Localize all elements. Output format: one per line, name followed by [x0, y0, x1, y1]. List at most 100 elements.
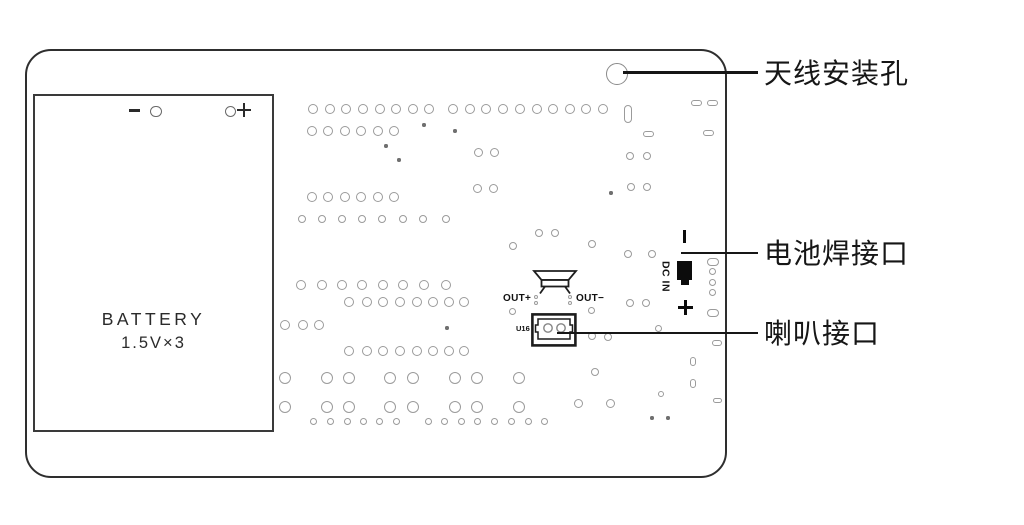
pcb-hole [392, 417, 400, 425]
pcb-hole [338, 215, 346, 223]
antenna-mounting-hole [606, 63, 628, 85]
pcb-hole [598, 104, 608, 114]
pcb-hole [343, 417, 351, 425]
pcb-hole [323, 126, 333, 136]
battery-compartment: BATTERY 1.5V×3 [33, 94, 274, 432]
pcb-hole [642, 299, 650, 307]
pcb-hole [384, 401, 396, 413]
pcb-hole [428, 297, 438, 307]
pcb-hole [441, 280, 451, 290]
pcb-hole [551, 229, 559, 237]
pcb-hole [473, 147, 483, 157]
pcb-hole [498, 104, 508, 114]
pcb-hole [472, 183, 482, 193]
pcb-hole [626, 299, 634, 307]
pcb-hole [307, 192, 317, 202]
pcb-hole [362, 297, 372, 307]
pcb-hole [444, 346, 454, 356]
pcb-hole [321, 401, 333, 413]
pcb-hole [309, 417, 317, 425]
dc-plus-mark-vertical [683, 300, 687, 315]
pcb-hole [337, 280, 347, 290]
battery-solder-annotation-label: 电池焊接口 [764, 238, 910, 269]
speaker-icon [532, 270, 578, 295]
pcb-hole [412, 346, 422, 356]
pcb-hole [356, 126, 366, 136]
pcb-hole [321, 372, 333, 384]
pcb-hole [384, 372, 396, 384]
speaker-leader-line [557, 331, 758, 335]
pcb-oblong-pad [707, 309, 719, 317]
pcb-hole [358, 104, 368, 114]
pcb-hole [440, 417, 448, 425]
antenna-annotation-label: 天线安装孔 [764, 58, 910, 89]
pcb-hole [428, 346, 438, 356]
pcb-hole [298, 320, 308, 330]
pcb-hole [398, 280, 408, 290]
pcb-hole [643, 183, 651, 191]
connector-ref-label: U16 [516, 324, 530, 333]
pcb-hole [412, 297, 422, 307]
pcb-hole [442, 215, 450, 223]
pcb-hole [378, 346, 388, 356]
pcb-hole [407, 372, 419, 384]
pcb-oblong-pad [690, 379, 696, 388]
pcb-hole [279, 401, 291, 413]
pcb-hole [318, 215, 326, 223]
pcb-hole [565, 104, 575, 114]
pcb-hole [395, 346, 405, 356]
pcb-hole [508, 307, 516, 315]
pcb-hole [395, 297, 405, 307]
antenna-leader-line [623, 71, 758, 74]
battery-minus-pad [150, 105, 162, 117]
speaker-annotation-label: 喇叭接口 [764, 318, 881, 349]
pcb-hole [326, 417, 334, 425]
pcb-hole [708, 267, 716, 275]
pcb-oblong-pad [713, 398, 722, 403]
pcb-oblong-pad [712, 340, 722, 346]
pcb-hole [624, 250, 632, 258]
pcb-hole [534, 301, 538, 305]
pcb-hole [534, 295, 538, 299]
pcb-dot [453, 129, 457, 133]
pcb-hole [444, 297, 454, 307]
pcb-hole [323, 192, 333, 202]
pcb-oblong-pad [707, 100, 718, 106]
pcb-hole [375, 104, 385, 114]
pcb-hole [407, 401, 419, 413]
pcb-hole [279, 372, 291, 384]
pcb-hole [340, 192, 350, 202]
pcb-hole [489, 147, 499, 157]
pcb-hole [588, 240, 596, 248]
pcb-hole [513, 372, 525, 384]
pcb-oblong-pad [691, 100, 702, 106]
pcb-dot [384, 144, 388, 148]
pcb-hole [604, 333, 612, 341]
pcb-hole [654, 324, 662, 332]
pcb-hole [314, 320, 324, 330]
dc-solder-pad-tab [681, 280, 689, 285]
pcb-hole [356, 192, 366, 202]
pcb-hole [481, 104, 491, 114]
pcb-hole [399, 215, 407, 223]
pcb-hole [362, 346, 372, 356]
pcb-hole [532, 104, 542, 114]
pcb-hole [568, 301, 572, 305]
dc-solder-pad [677, 261, 692, 280]
pcb-hole [473, 417, 481, 425]
pcb-hole [373, 126, 383, 136]
dc-in-label: DC IN [659, 260, 672, 293]
pcb-hole [344, 297, 354, 307]
pcb-dot [609, 191, 613, 195]
pcb-hole [378, 215, 386, 223]
pcb-oblong-pad [707, 258, 719, 266]
pcb-hole [357, 280, 367, 290]
pcb-hole [419, 280, 429, 290]
pcb-hole [471, 401, 483, 413]
battery-spec-label: 1.5V×3 [121, 334, 186, 352]
pcb-hole [524, 417, 532, 425]
pcb-hole [643, 152, 651, 160]
pcb-hole [340, 126, 350, 136]
pcb-hole [507, 417, 515, 425]
pcb-oblong-pad [690, 357, 696, 366]
